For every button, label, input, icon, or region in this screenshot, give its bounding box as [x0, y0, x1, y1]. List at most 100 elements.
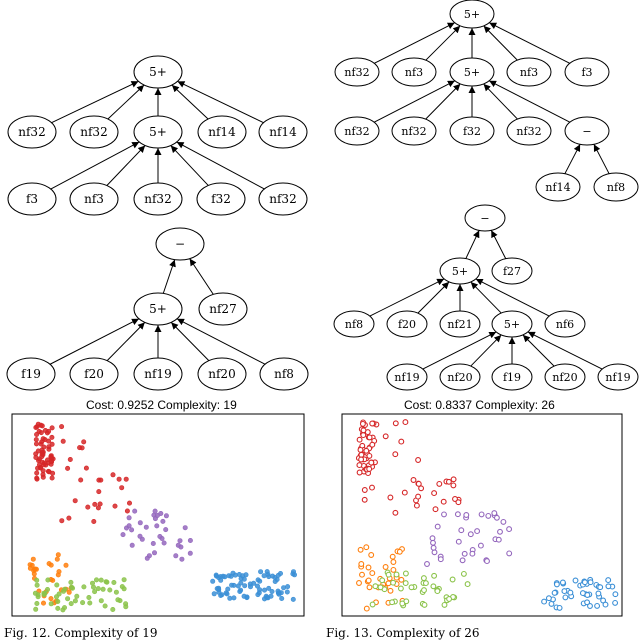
tree-node-label: 5+	[149, 65, 167, 79]
tree-node-ellipse	[386, 310, 428, 338]
scatter-plot-right	[341, 413, 623, 617]
tree-node-ellipse	[133, 182, 183, 216]
tree-node: f20	[69, 357, 119, 391]
scatter-point-blue	[218, 574, 224, 580]
tree-node: 5+	[449, 57, 495, 87]
scatter-point-red	[369, 484, 375, 491]
tree-node: nf32	[334, 116, 380, 146]
tree-node-label: −	[582, 125, 591, 138]
tree-node-ellipse	[449, 0, 495, 29]
scatter-point-purple	[459, 557, 466, 564]
scatter-point-green	[464, 581, 471, 588]
scatter-point-blue	[242, 583, 248, 589]
scatter-point-green	[102, 603, 108, 609]
tree-node-ellipse	[155, 227, 205, 261]
scatter-point-blue	[266, 585, 272, 591]
tree-node: f19	[6, 357, 56, 391]
tree-node-label: nf32	[144, 192, 171, 206]
tree-edge	[425, 25, 461, 61]
tree-node-ellipse	[334, 116, 380, 146]
scatter-point-orange	[390, 559, 397, 565]
scatter-point-purple	[467, 531, 474, 538]
scatter-point-orange	[48, 596, 54, 602]
scatter-point-orange	[63, 562, 69, 568]
scatter-point-blue	[227, 595, 233, 601]
tree-node-label: nf6	[556, 318, 574, 331]
tree-edge	[417, 281, 450, 314]
scatter-point-green	[69, 584, 75, 590]
scatter-point-blue	[226, 573, 232, 579]
scatter-point-blue	[290, 596, 296, 602]
scatter-point-blue	[243, 572, 249, 578]
scatter-point-red	[415, 457, 422, 463]
tree-node-ellipse	[491, 363, 533, 391]
scatter-point-red	[119, 485, 125, 491]
scatter-point-red	[387, 494, 394, 501]
tree-edge	[51, 80, 139, 124]
tree-node-label: f32	[211, 192, 231, 206]
scatter-point-green	[80, 600, 86, 606]
scatter-point-green	[100, 586, 106, 592]
tree-node-label: nf21	[447, 318, 472, 331]
scatter-point-red	[450, 476, 457, 483]
scatter-point-orange	[365, 577, 372, 584]
tree-node-ellipse	[69, 182, 119, 216]
scatter-point-red	[49, 455, 55, 461]
tree-node-label: f3	[26, 192, 38, 206]
scatter-point-blue	[244, 595, 250, 601]
scatter-point-blue	[541, 598, 548, 605]
tree-edge	[170, 322, 210, 361]
scatter-point-green	[434, 588, 441, 595]
scatter-point-green	[393, 571, 400, 578]
scatter-point-blue	[284, 589, 290, 595]
scatter-point-red	[361, 496, 368, 503]
scatter-point-green	[55, 598, 61, 604]
scatter-point-red	[445, 478, 452, 485]
scatter-point-red	[97, 501, 103, 507]
scatter-point-purple	[429, 535, 436, 542]
scatter-point-purple	[469, 550, 476, 557]
scatter-point-purple	[129, 527, 135, 533]
tree-node: nf20	[439, 363, 481, 391]
scatter-point-blue	[572, 577, 579, 584]
scatter-point-purple	[177, 538, 183, 544]
tree-node-label: 5+	[464, 66, 480, 79]
tree-node: nf3	[391, 57, 437, 87]
scatter-point-red	[431, 490, 438, 497]
scatter-point-red	[356, 436, 363, 443]
tree-node-ellipse	[386, 363, 428, 391]
tree-edge	[593, 144, 610, 174]
tree-node: nf32	[391, 116, 437, 146]
scatter-point-green	[95, 586, 101, 592]
scatter-point-red	[124, 508, 130, 514]
scatter-point-orange	[357, 546, 364, 553]
tree-node-label: 5+	[149, 302, 167, 316]
scatter-point-blue	[584, 592, 591, 598]
tree-edge	[107, 84, 145, 120]
tree-node-label: nf8	[274, 367, 294, 381]
tree-node-label: 5+	[464, 8, 480, 21]
tree-node: nf21	[439, 310, 481, 338]
scatter-point-purple	[187, 550, 193, 556]
scatter-point-red	[33, 424, 39, 430]
scatter-point-blue	[553, 581, 560, 588]
scatter-point-green	[397, 585, 404, 592]
tree-node: nf8	[593, 172, 639, 202]
scatter-point-green	[369, 601, 376, 608]
scatter-point-blue	[602, 601, 609, 608]
tree-node-label: nf14	[269, 125, 297, 139]
scatter-point-red	[359, 420, 366, 427]
tree-node-ellipse	[133, 292, 183, 326]
scatter-point-purple	[163, 527, 169, 533]
scatter-point-purple	[154, 512, 160, 518]
scatter-point-red	[110, 472, 116, 478]
tree-edge	[176, 141, 265, 190]
tree-node-label: f32	[463, 125, 481, 138]
scatter-point-green	[90, 580, 96, 586]
scatter-point-purple	[163, 513, 169, 519]
scatter-point-green	[389, 599, 396, 606]
scatter-point-green	[430, 583, 437, 590]
scatter-point-red	[440, 498, 447, 505]
plot-left-title: Cost: 0.9252 Complexity: 19	[86, 398, 237, 412]
